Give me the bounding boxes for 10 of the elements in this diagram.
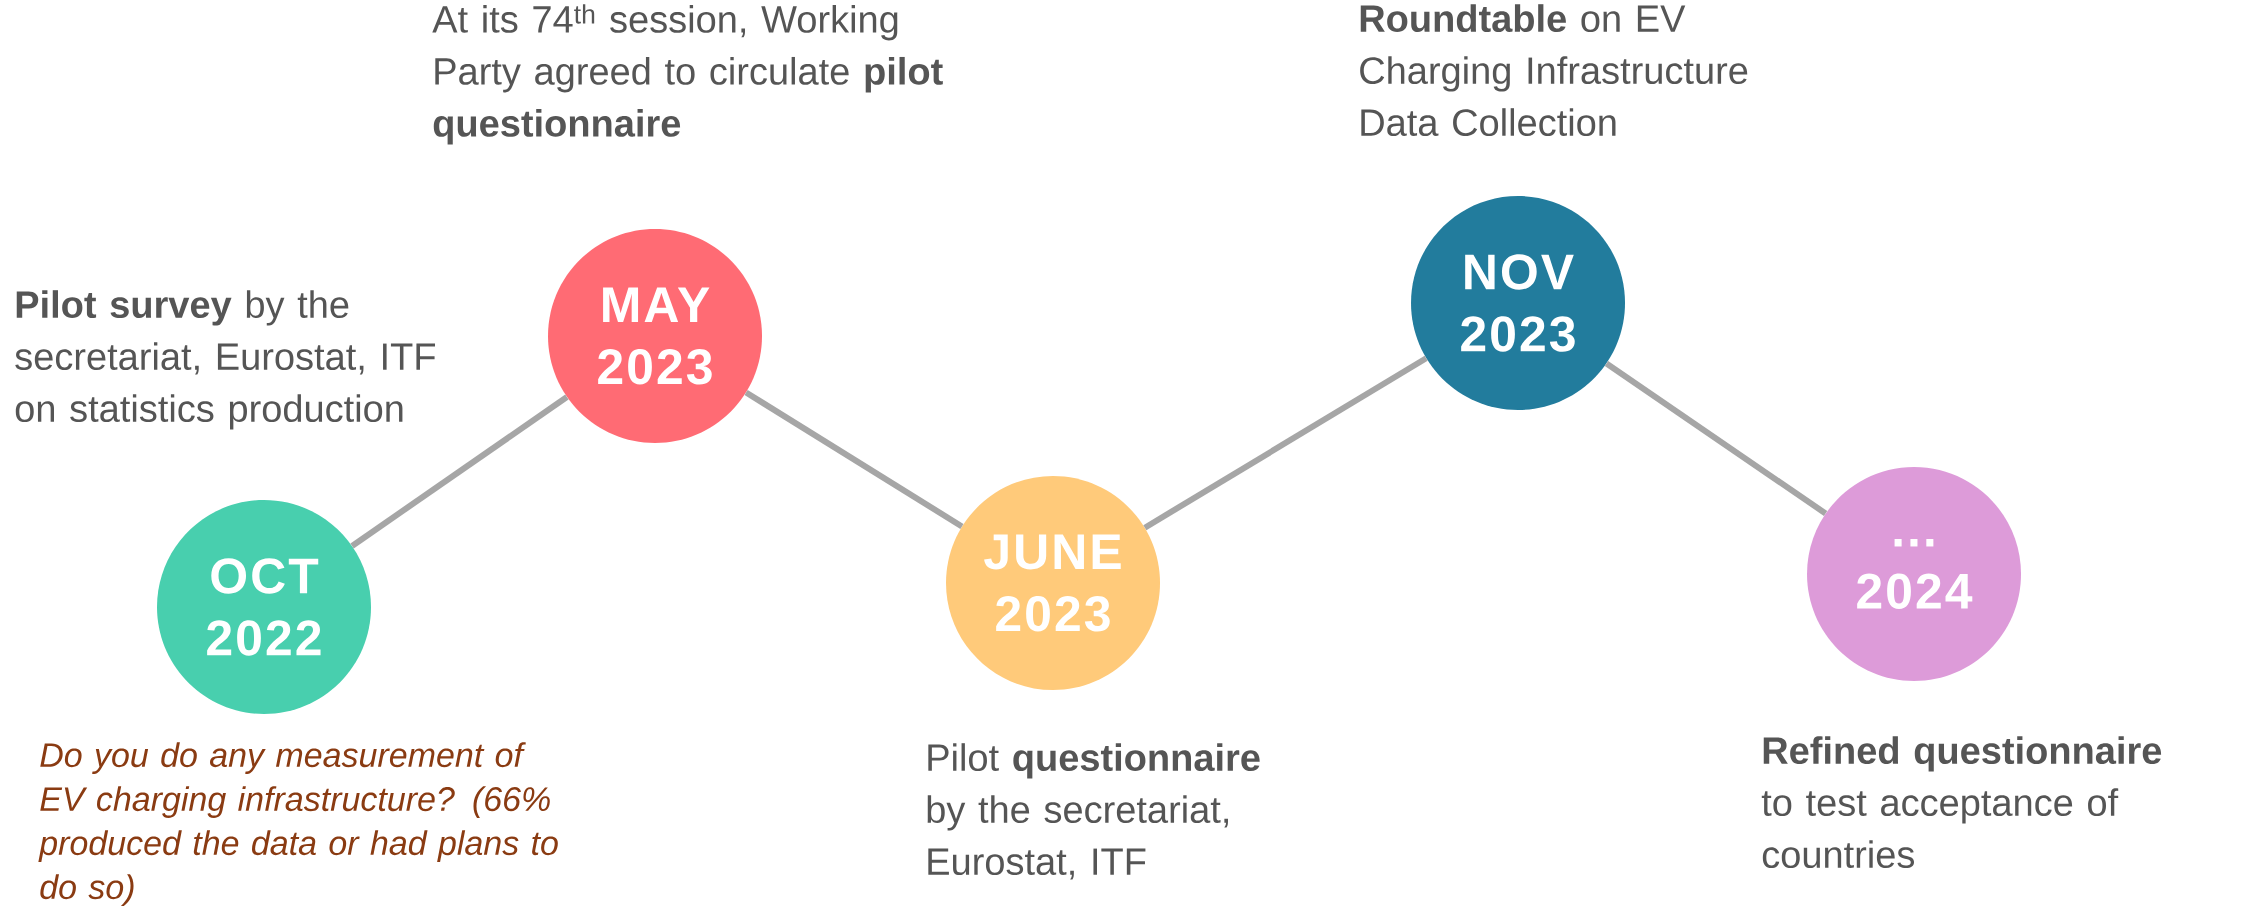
connector-line [1143,355,1428,531]
note-text: Do you do any measurement of EV charging infrastructure? (66% produced the data or had plans to do so) [38,742,558,906]
description-text: Pilot questionnaire by the secretariat, Eurostat, ITF [927,743,1260,880]
description-text: Refined questionnaire to test acceptance of countries [1761,736,2162,869]
connector-line [350,394,569,549]
description-text: Roundtable on EV Charging Infrastructure Data Collection [1360,4,1748,137]
description-text: Pilot survey by the secretariat, Eurostat, ITF on statistics production [15,290,435,430]
connector-line [744,389,964,530]
connector-line [1604,361,1828,516]
description-text: At its 74$^{th}$ session, Working Party agreed to circulate pilot questionnaire [432,4,943,145]
